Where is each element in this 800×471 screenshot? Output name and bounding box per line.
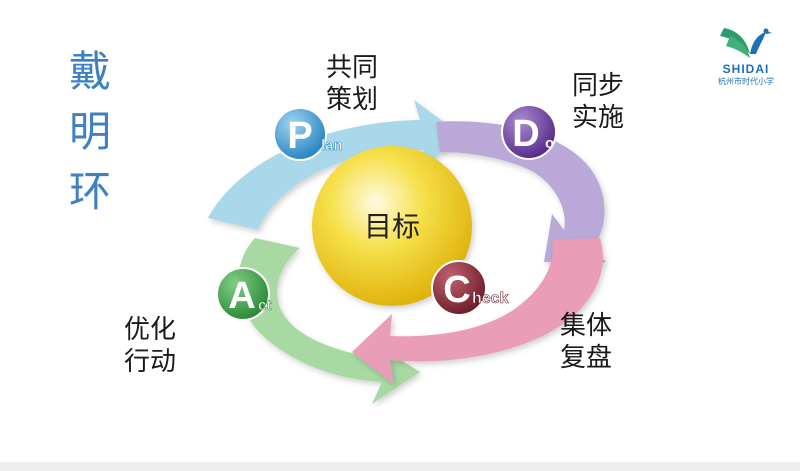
check-label: 集体 复盘 [560,310,612,374]
center-goal-sphere [312,146,472,306]
check-arrow-segment [352,238,603,384]
act-label-line: 行动 [124,347,177,377]
do-word: o [545,135,554,152]
act-letter: A [228,275,255,317]
check-word: heck [472,290,509,307]
act-word: ct [258,297,271,314]
check-letter: C [443,269,470,311]
do-arrow-segment [436,121,606,263]
check-label-line: 集体 [560,311,613,341]
plan-label-line: 策划 [326,85,379,115]
slide-title: 戴 明 环 [62,42,118,222]
do-letter: D [512,113,539,155]
check-badge: C heck [431,260,509,316]
act-label-line: 优化 [124,315,177,345]
bottom-bar [0,462,800,471]
act-label: 优化 行动 [124,314,176,378]
plan-badge: P lan [273,107,343,161]
plan-letter: P [287,115,312,157]
plan-arrow-segment [208,100,460,230]
title-char: 环 [68,167,111,216]
center-goal-label: 目标 [364,210,420,243]
logo-english: SHIDAI [722,62,770,76]
plan-label-line: 共同 [326,53,379,83]
do-badge: D o [501,104,557,160]
do-label-line: 同步 [572,71,625,101]
act-badge: A ct [216,267,272,321]
check-label-line: 复盘 [560,343,613,373]
school-crane-logo-icon [720,28,772,58]
title-char: 戴 [68,47,111,96]
school-logo-text: SHIDAI 杭州市时代小学 [706,62,786,87]
do-label: 同步 实施 [572,70,624,134]
logo-chinese: 杭州市时代小学 [718,77,774,86]
title-char: 明 [68,107,111,156]
do-label-line: 实施 [572,103,625,133]
plan-label: 共同 策划 [326,52,378,116]
plan-word: lan [321,137,343,154]
